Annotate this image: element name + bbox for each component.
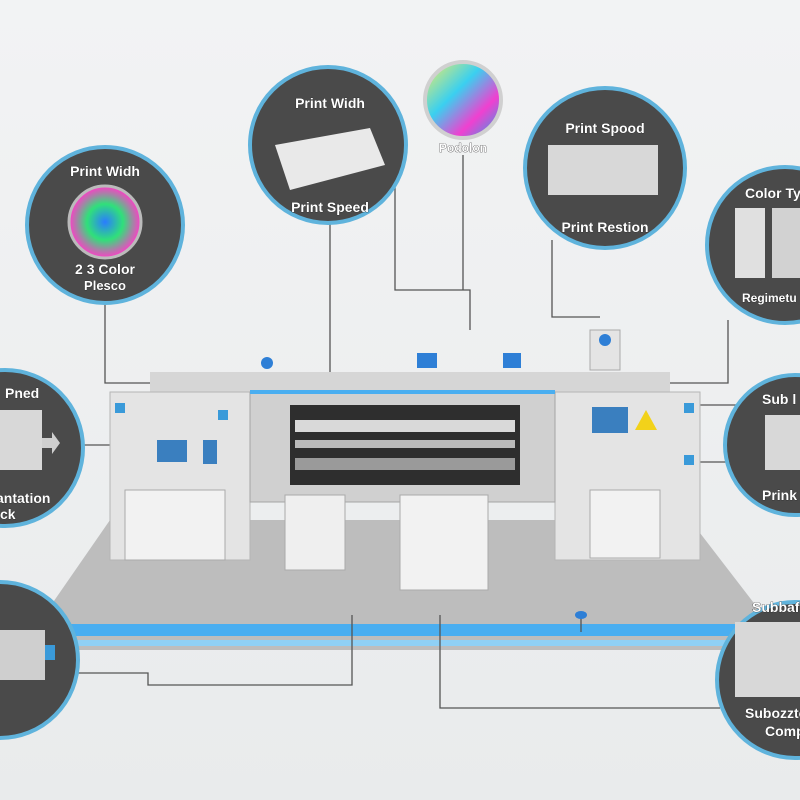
- callout-top-label: Pned: [5, 385, 39, 401]
- callout-top-label: Subbafi: [752, 599, 800, 615]
- floor-stripe: [20, 624, 780, 636]
- callout-bottom-label: Comp: [765, 723, 800, 739]
- callout-bottom-label: 2 3 Color: [75, 261, 135, 277]
- callout-print-width: Print Widh Print Speed: [248, 65, 408, 225]
- callout-top-label: Color Ty: [745, 185, 800, 201]
- callout-print-speed: Print Spood Print Restion: [523, 86, 687, 250]
- warning-icon: [635, 410, 657, 430]
- callout-bottom-label: Podolon: [439, 141, 487, 155]
- printing-machine: [109, 329, 701, 619]
- connector-lines: [70, 155, 740, 709]
- callout-bottom-label: ck: [0, 506, 16, 522]
- callout-left-bottom-machine: [0, 580, 80, 740]
- callout-substrate: Subbafi Subozzto Comp: [715, 599, 800, 760]
- callout-bottom-label: Print Speed: [291, 199, 369, 215]
- callout-top-label: Sub l: [762, 391, 796, 407]
- callout-top-label: Print Widh: [295, 95, 365, 111]
- callout-top-label: Print Spood: [565, 120, 644, 136]
- callout-top-label: Print Widh: [70, 163, 140, 179]
- callout-bottom-label: Plesco: [84, 278, 126, 293]
- callout-bottom-label: antation: [0, 490, 50, 506]
- callout-right-middle: Sub l Prink: [723, 373, 800, 517]
- callout-left-middle: Pned antation ck: [0, 368, 85, 528]
- callout-bottom-label: Subozzto: [745, 705, 800, 721]
- callout-bottom-label: Regimetu: [742, 291, 797, 305]
- callout-bottom-label: Print Restion: [561, 219, 648, 235]
- callout-color-pie: Podolon: [423, 60, 503, 155]
- callout-bottom-label: Prink: [762, 487, 797, 503]
- callout-color-type: Color Ty Regimetu: [705, 165, 800, 325]
- callout-color-plesco: Print Widh 2 3 Color Plesco: [25, 145, 185, 305]
- floor-stripe-light: [20, 640, 780, 646]
